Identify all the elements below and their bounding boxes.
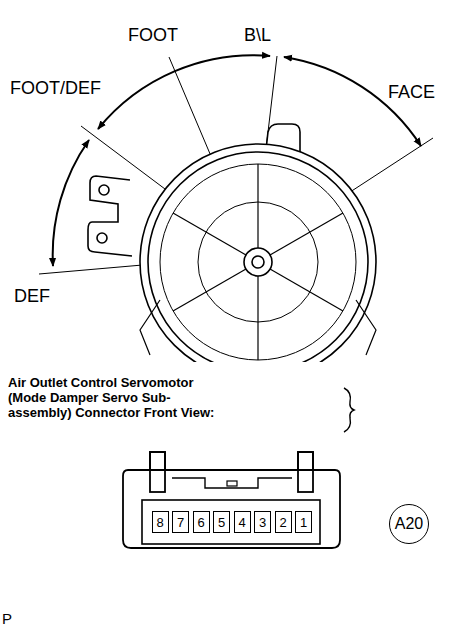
housing-rim — [148, 152, 368, 362]
range-arc — [53, 140, 89, 266]
connector-key — [172, 478, 292, 488]
servo-housing — [88, 124, 376, 362]
node-text: 4 — [238, 516, 245, 529]
mode-label: FACE — [388, 82, 435, 103]
mode-label: DEF — [14, 286, 50, 307]
mounting-hole — [99, 185, 109, 195]
connector-latch — [298, 452, 313, 492]
connector-body — [123, 470, 340, 548]
connector-code-circle: A20 — [389, 504, 429, 544]
connector-caption: Air Outlet Control Servomotor (Mode Damp… — [8, 376, 232, 421]
connector-pin: 8 — [152, 511, 169, 533]
mode-label: B\L — [244, 25, 271, 46]
hub — [244, 248, 272, 276]
node-text: 8 — [156, 516, 163, 529]
hub-center — [252, 256, 264, 268]
connector-pin: 7 — [172, 511, 189, 533]
connector-lock — [227, 481, 237, 486]
node-text: 6 — [197, 516, 204, 529]
bracket — [344, 388, 354, 432]
housing-inner — [160, 164, 356, 360]
connector-housing — [123, 452, 340, 548]
mode-label: FOOT/DEF — [10, 78, 101, 99]
connector-pin: 5 — [213, 511, 230, 533]
connector-pin: 2 — [275, 511, 292, 533]
pin-cavity — [142, 500, 320, 544]
page-mark: P — [2, 610, 12, 627]
housing-edge — [140, 300, 376, 355]
node-text: 3 — [259, 516, 266, 529]
mounting-hole — [97, 233, 107, 243]
connector-pin: 1 — [295, 511, 312, 533]
mode-label: FOOT — [128, 25, 178, 46]
node-text: 1 — [300, 516, 307, 529]
connector-pin: 6 — [193, 511, 210, 533]
spokes — [173, 164, 343, 360]
node-text: 2 — [279, 516, 286, 529]
connector-pin: 3 — [254, 511, 271, 533]
mounting-tab — [88, 176, 132, 256]
node-text: 7 — [177, 516, 184, 529]
housing-outer — [140, 144, 376, 362]
connector-latch — [150, 452, 165, 492]
node-text: 5 — [218, 516, 225, 529]
connector-pin: 4 — [234, 511, 251, 533]
node-text: A20 — [395, 516, 423, 532]
